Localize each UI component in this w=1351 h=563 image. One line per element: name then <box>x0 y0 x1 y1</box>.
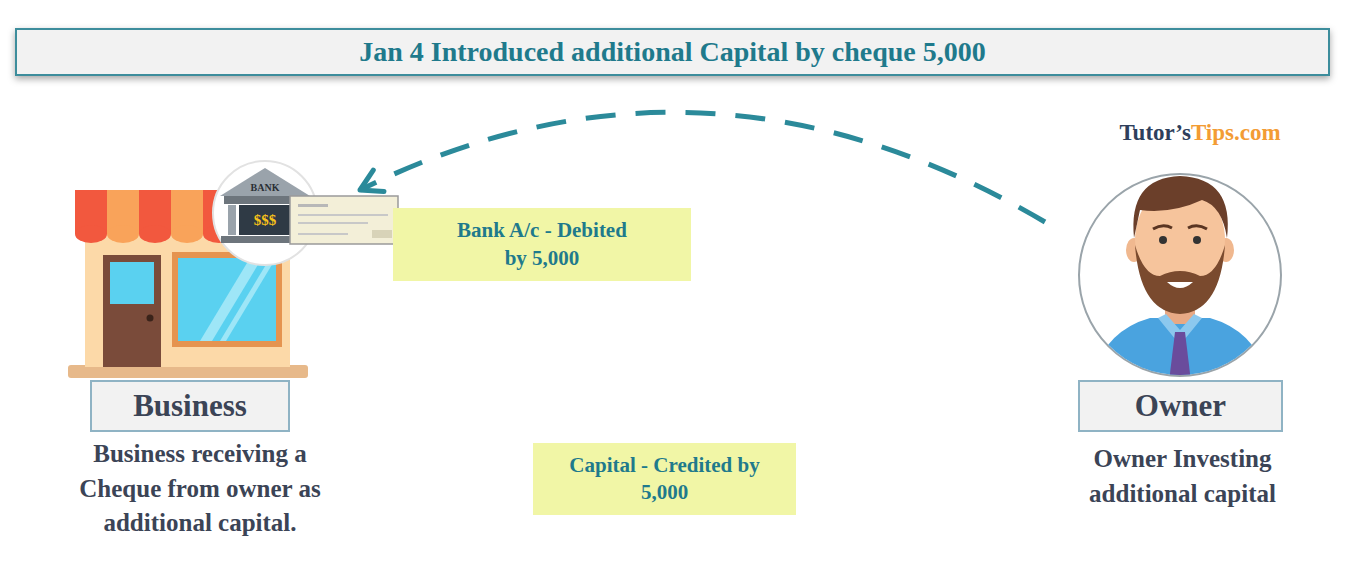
entry-text: Capital - Credited by 5,000 <box>565 452 765 507</box>
entry-box: Bank A/c - Debited by 5,000 <box>393 208 691 281</box>
arrow-head <box>360 170 384 191</box>
bank-sign: BANK <box>251 182 280 193</box>
cheque-icon <box>290 196 398 244</box>
dashed-connector <box>360 112 1045 222</box>
title-text: Jan 4 Introduced additional Capital by c… <box>359 36 986 68</box>
brand-part: Tips.com <box>1191 120 1281 145</box>
title-band: Jan 4 Introduced additional Capital by c… <box>15 28 1330 76</box>
watermark-text: Tutor’sTips.com <box>1119 120 1280 146</box>
party-label: Owner <box>1078 380 1283 432</box>
shop-illustration <box>68 190 308 378</box>
party-group: BusinessBusiness receiving a Cheque from… <box>40 165 360 540</box>
party-caption: Business receiving a Cheque from owner a… <box>50 437 350 541</box>
party-caption: Owner Investing additional capital <box>1050 442 1315 511</box>
entry-text: Bank A/c - Debited by 5,000 <box>447 217 637 272</box>
party-group: OwnerOwner Investing additional capital <box>1050 170 1315 510</box>
owner-avatar <box>1079 174 1281 390</box>
party-label: Business <box>90 380 290 432</box>
money-symbol: $$$ <box>254 212 277 229</box>
entry-box: Capital - Credited by 5,000 <box>533 443 796 515</box>
brand-part: Tutor’s <box>1119 120 1191 145</box>
